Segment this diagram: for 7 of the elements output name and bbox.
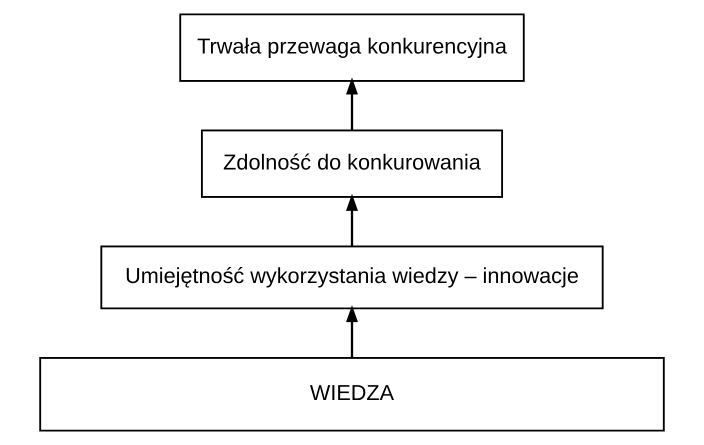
- node-box: WIEDZA: [39, 356, 665, 432]
- node-box: Trwała przewaga konkurencyjna: [179, 13, 525, 82]
- arrow: [346, 305, 358, 358]
- arrow: [346, 194, 358, 246]
- node-box: Zdolność do konkurowania: [200, 130, 504, 198]
- arrow: [346, 77, 358, 130]
- node-box: Umiejętność wykorzystania wiedzy – innowacje: [100, 246, 604, 310]
